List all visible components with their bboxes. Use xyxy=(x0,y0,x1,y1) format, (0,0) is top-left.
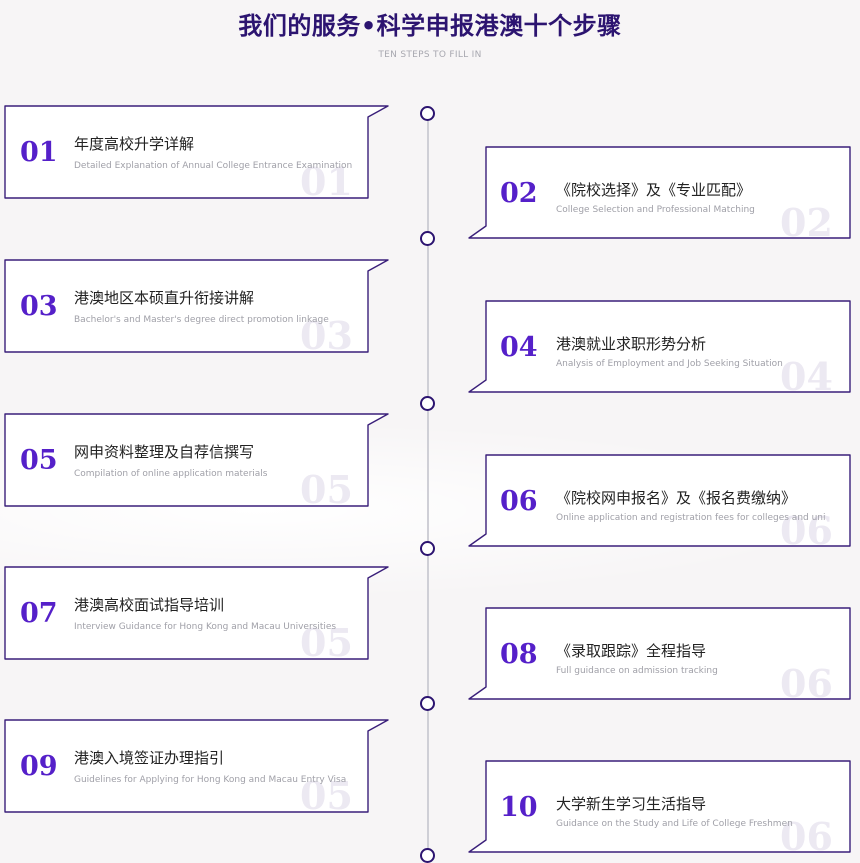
timeline-dot xyxy=(420,396,435,411)
step-subtitle: Compilation of online application materi… xyxy=(74,469,268,479)
step-title: 港澳地区本硕直升衔接讲解 xyxy=(74,289,255,307)
step-number: 08 xyxy=(500,639,538,670)
card-frame xyxy=(468,146,851,239)
card-frame xyxy=(468,760,851,853)
step-title: 网申资料整理及自荐信撰写 xyxy=(74,443,255,461)
card-frame xyxy=(4,259,389,353)
step-title: 港澳高校面试指导培训 xyxy=(74,596,225,614)
step-number: 04 xyxy=(500,332,538,363)
step-watermark: 04 xyxy=(780,354,833,399)
step-watermark: 03 xyxy=(300,313,353,358)
step-number: 10 xyxy=(500,792,538,823)
step-card-08: 06 08 《录取跟踪》全程指导 Full guidance on admiss… xyxy=(468,607,856,707)
step-card-02: 02 02 《院校选择》及《专业匹配》 College Selection an… xyxy=(468,146,856,246)
step-subtitle: Full guidance on admission tracking xyxy=(556,666,718,676)
step-watermark: 02 xyxy=(780,200,833,245)
step-title: 港澳就业求职形势分析 xyxy=(556,335,707,353)
step-watermark: 06 xyxy=(780,661,833,706)
step-watermark: 06 xyxy=(780,508,833,553)
step-watermark: 01 xyxy=(300,159,353,204)
step-card-01: 01 01 年度高校升学详解 Detailed Explanation of A… xyxy=(4,103,392,204)
step-title: 《院校选择》及《专业匹配》 xyxy=(556,181,752,199)
step-card-05: 05 05 网申资料整理及自荐信撰写 Compilation of online… xyxy=(4,411,392,512)
step-number: 05 xyxy=(20,445,58,476)
step-subtitle: Bachelor's and Master's degree direct pr… xyxy=(74,315,329,325)
page-title: 我们的服务•科学申报港澳十个步骤 xyxy=(238,12,622,40)
timeline-dot xyxy=(420,696,435,711)
step-number: 09 xyxy=(20,751,58,782)
timeline-dot xyxy=(420,231,435,246)
step-watermark: 05 xyxy=(300,773,353,818)
step-title: 港澳入境签证办理指引 xyxy=(74,749,225,767)
card-frame xyxy=(468,454,851,547)
step-title: 《录取跟踪》全程指导 xyxy=(556,642,707,660)
card-frame xyxy=(4,105,389,199)
step-card-09: 05 09 港澳入境签证办理指引 Guidelines for Applying… xyxy=(4,717,392,818)
timeline-dot xyxy=(420,848,435,863)
timeline-dot xyxy=(420,541,435,556)
step-subtitle: Interview Guidance for Hong Kong and Mac… xyxy=(74,622,337,632)
step-subtitle: College Selection and Professional Match… xyxy=(556,205,755,215)
step-title: 年度高校升学详解 xyxy=(74,135,195,153)
card-frame xyxy=(4,413,389,507)
timeline-line xyxy=(427,115,429,862)
step-card-07: 05 07 港澳高校面试指导培训 Interview Guidance for … xyxy=(4,564,392,665)
card-frame xyxy=(468,607,851,700)
step-card-04: 04 04 港澳就业求职形势分析 Analysis of Employment … xyxy=(468,300,856,400)
step-number: 07 xyxy=(20,598,58,629)
step-card-10: 06 10 大学新生学习生活指导 Guidance on the Study a… xyxy=(468,760,856,860)
page-subtitle: TEN STEPS TO FILL IN xyxy=(378,50,482,60)
card-frame xyxy=(4,566,389,660)
card-frame xyxy=(4,719,389,813)
step-title: 《院校网申报名》及《报名费缴纳》 xyxy=(556,489,797,507)
step-subtitle: Online application and registration fees… xyxy=(556,513,826,523)
step-number: 03 xyxy=(20,291,58,322)
step-subtitle: Guidelines for Applying for Hong Kong an… xyxy=(74,775,347,785)
step-number: 06 xyxy=(500,486,538,517)
step-number: 01 xyxy=(20,137,58,168)
step-subtitle: Guidance on the Study and Life of Colleg… xyxy=(556,819,793,829)
step-subtitle: Analysis of Employment and Job Seeking S… xyxy=(556,359,783,369)
step-watermark: 05 xyxy=(300,467,353,512)
step-number: 02 xyxy=(500,178,538,209)
card-frame xyxy=(468,300,851,393)
step-title: 大学新生学习生活指导 xyxy=(556,795,707,813)
step-watermark: 05 xyxy=(300,620,353,665)
timeline-dot xyxy=(420,106,435,121)
step-card-06: 06 06 《院校网申报名》及《报名费缴纳》 Online applicatio… xyxy=(468,454,856,554)
step-watermark: 06 xyxy=(780,814,833,859)
step-subtitle: Detailed Explanation of Annual College E… xyxy=(74,161,353,171)
step-card-03: 03 03 港澳地区本硕直升衔接讲解 Bachelor's and Master… xyxy=(4,257,392,358)
